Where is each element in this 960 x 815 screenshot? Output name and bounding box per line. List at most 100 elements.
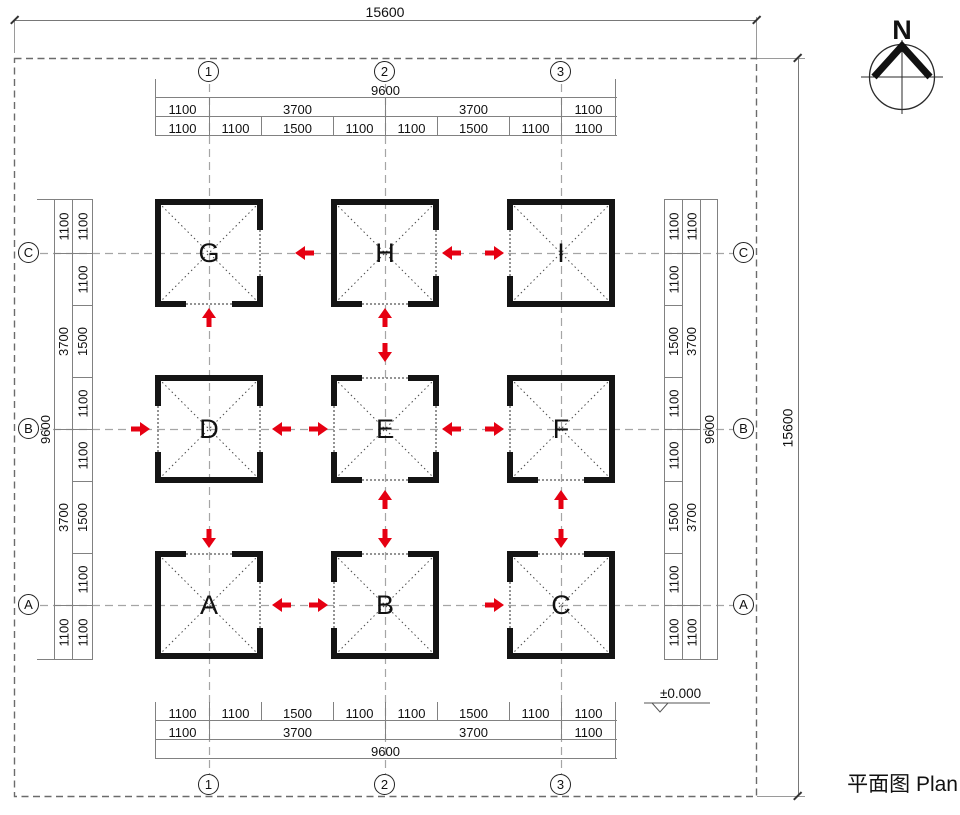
dim-value: 3700 [209,98,385,117]
room-diagonal-cross [334,202,436,304]
room-D: D [155,375,263,483]
wall-bottom-segment [155,301,186,307]
dim-value: 1100 [155,721,209,740]
grid-bubble-label: B [24,421,33,436]
wall-top-segment [507,551,538,557]
wall-left-segment [507,628,513,659]
dim-value: 3700 [385,98,561,117]
dim-row-chain8: 1100 1100 1500 1100 1100 1500 1100 1100 [155,117,617,136]
wall-right-segment [433,199,439,230]
wall-right [609,375,615,483]
flow-arrow-up-icon [378,490,392,510]
opening-dotted-line [259,230,261,276]
room-diagonal-cross [158,554,260,656]
grid-bubble-label: C [738,245,749,260]
room-label: I [557,237,565,268]
dim-value: 1100 [385,117,437,136]
opening-dotted-line [333,406,335,452]
room-diagonal-cross [334,378,436,480]
flow-arrow-up-icon [202,308,216,328]
wall-bottom [155,477,263,483]
dim-value: 1100 [385,702,437,721]
grid-bubble-label: A [739,597,748,612]
dim-value: 1100 [75,441,90,470]
room-label: B [375,589,394,620]
flow-arrow-up-icon [554,490,568,510]
wall-top-segment [232,551,263,557]
room-H: H [331,199,439,307]
dim-value: 3700 [684,327,700,356]
grid-bubble-1-top: 1 [198,61,219,82]
opening-dotted-line [259,406,261,452]
dimension-block-bottom: 1100 1100 1500 1100 1100 1500 1100 1100 … [155,702,617,759]
dim-value: 1100 [684,618,699,647]
wall-top [331,199,439,205]
wall-right-segment [433,375,439,406]
dim-value: 1100 [561,117,616,136]
dim-value: 1100 [56,618,71,647]
room-G: G [155,199,263,307]
dim-value: 3700 [684,503,700,532]
wall-top-segment [408,375,439,381]
dim-value: 1100 [75,618,90,647]
dim-value: 1500 [261,117,333,136]
dim-row-chain4: 1100 3700 3700 1100 [155,98,617,117]
dim-value: 9600 [155,740,616,759]
dim-value: 9600 [38,415,54,444]
dim-col-chain4: 1100 3700 3700 1100 [682,200,700,659]
wall-top-segment [331,551,362,557]
dim-value: 1100 [666,265,681,294]
dim-value: 1100 [209,702,261,721]
level-marker-value: ±0.000 [660,686,702,701]
opening-dotted-line [362,553,408,555]
wall-top-segment [408,551,439,557]
dim-value: 1500 [75,503,91,532]
wall-bottom-segment [584,477,615,483]
opening-dotted-line [362,479,408,481]
dim-value: 3700 [209,721,385,740]
extension-line [14,20,15,53]
dim-value: 9600 [155,79,616,98]
extension-line [757,58,805,59]
flow-arrow-down-icon [378,342,392,362]
flow-arrow-up-icon [378,308,392,328]
room-diagonal-cross [510,378,612,480]
dim-value: 1100 [666,212,681,241]
wall-right-segment [433,452,439,483]
dim-value: 1100 [684,212,699,241]
opening-dotted-line [509,406,511,452]
dimension-block-right: 1100 1100 1500 1100 1100 1500 1100 1100 … [664,199,718,660]
room-label: H [375,237,395,268]
dim-value: 1100 [155,702,209,721]
opening-dotted-line [362,377,408,379]
flow-arrow-left-icon [272,598,292,612]
grid-bubble-B-left: B [18,418,39,439]
dim-value: 9600 [701,415,717,444]
overall-width-value: 15600 [365,4,405,20]
wall-bottom-segment [507,477,538,483]
flow-arrow-left-icon [295,246,315,260]
dim-value: 1500 [437,117,509,136]
dim-value: 1500 [437,702,509,721]
grid-bubble-label: 2 [380,64,389,79]
grid-bubble-label: 1 [204,777,213,792]
dim-value: 1100 [209,117,261,136]
grid-bubble-1-bottom: 1 [198,774,219,795]
site-boundary-dashed [13,57,758,798]
wall-bottom [331,653,439,659]
room-diagonal-cross [510,554,612,656]
wall-right-segment [257,199,263,230]
dim-value: 1100 [509,117,561,136]
room-label: D [199,413,219,444]
wall-bottom-segment [232,301,263,307]
wall-left [155,199,161,307]
dim-value: 3700 [56,503,72,532]
grid-bubble-label: 1 [204,64,213,79]
dim-value: 1100 [333,702,385,721]
grid-bubble-3-top: 3 [550,61,571,82]
opening-dotted-line [538,479,584,481]
dim-value: 3700 [56,327,72,356]
wall-right-segment [257,276,263,307]
